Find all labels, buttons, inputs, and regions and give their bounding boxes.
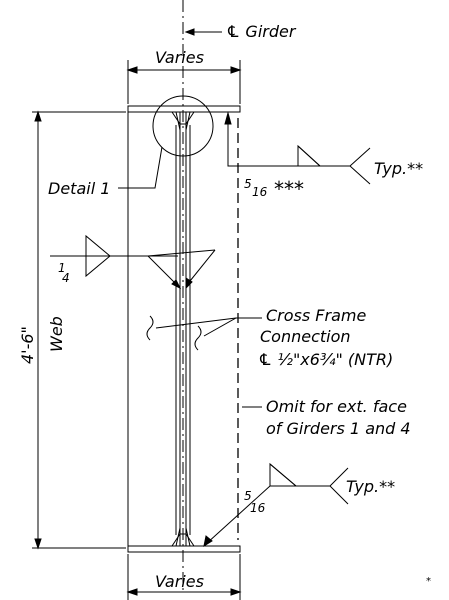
height-dimension-label: 4'-6"	[18, 326, 37, 364]
cross-frame-leader-left	[155, 317, 237, 329]
corner-mark: *	[426, 576, 431, 587]
mid-weld-arrow	[171, 279, 182, 290]
top-weld-tail	[349, 147, 371, 185]
mid-weld-leader	[147, 255, 179, 287]
top-flange	[127, 105, 241, 113]
bottom-weld-arrow	[203, 535, 213, 548]
varies-bottom-arrow-right	[230, 588, 242, 596]
cross-frame-line3: ℄ ½"x6¾" (NTR)	[258, 350, 393, 369]
centerline-arrow	[184, 28, 195, 36]
cross-frame-line2: Connection	[260, 327, 351, 346]
mid-weld-size-num: 1	[58, 261, 66, 275]
bottom-flange	[127, 545, 241, 553]
top-weld-stars: ***	[274, 177, 304, 201]
bottom-weld-size-num: 5	[244, 489, 252, 503]
bottom-weld-leader	[205, 485, 271, 545]
varies-bottom-label: Varies	[155, 572, 204, 591]
typ-top-label: Typ.**	[374, 159, 423, 178]
varies-top-label: Varies	[155, 48, 204, 67]
height-arrow-bottom	[34, 538, 42, 550]
cross-frame-break-right	[194, 325, 202, 351]
top-weld-size-den: 16	[252, 185, 268, 199]
detail-1-leader	[118, 146, 163, 189]
cross-frame-leader-right	[203, 317, 262, 337]
varies-top-arrow-right	[230, 66, 242, 74]
centerline-label: ℄ Girder	[226, 22, 297, 41]
bottom-weld-size-den: 16	[250, 501, 266, 515]
top-weld-size-num: 5	[244, 177, 252, 191]
typ-bottom-label: Typ.**	[346, 477, 395, 496]
bottom-web-fillets	[171, 533, 195, 547]
bottom-weld-tail	[329, 467, 349, 505]
varies-top-arrow-left	[126, 66, 138, 74]
cross-frame-line1: Cross Frame	[266, 306, 366, 325]
cross-frame-break-left	[146, 315, 154, 341]
mid-weld-symbol	[85, 234, 111, 278]
mid-weld-size-den: 4	[62, 271, 70, 285]
varies-bottom-arrow-left	[126, 588, 138, 596]
top-web-fillets	[171, 111, 195, 125]
detail-1-circle	[152, 95, 214, 157]
omit-line1: Omit for ext. face	[266, 397, 407, 416]
top-weld-leader	[227, 116, 350, 167]
omit-line2: of Girders 1 and 4	[266, 419, 411, 438]
web-label: Web	[47, 316, 66, 352]
height-arrow-top	[34, 110, 42, 122]
detail-1-label: Detail 1	[48, 179, 110, 198]
